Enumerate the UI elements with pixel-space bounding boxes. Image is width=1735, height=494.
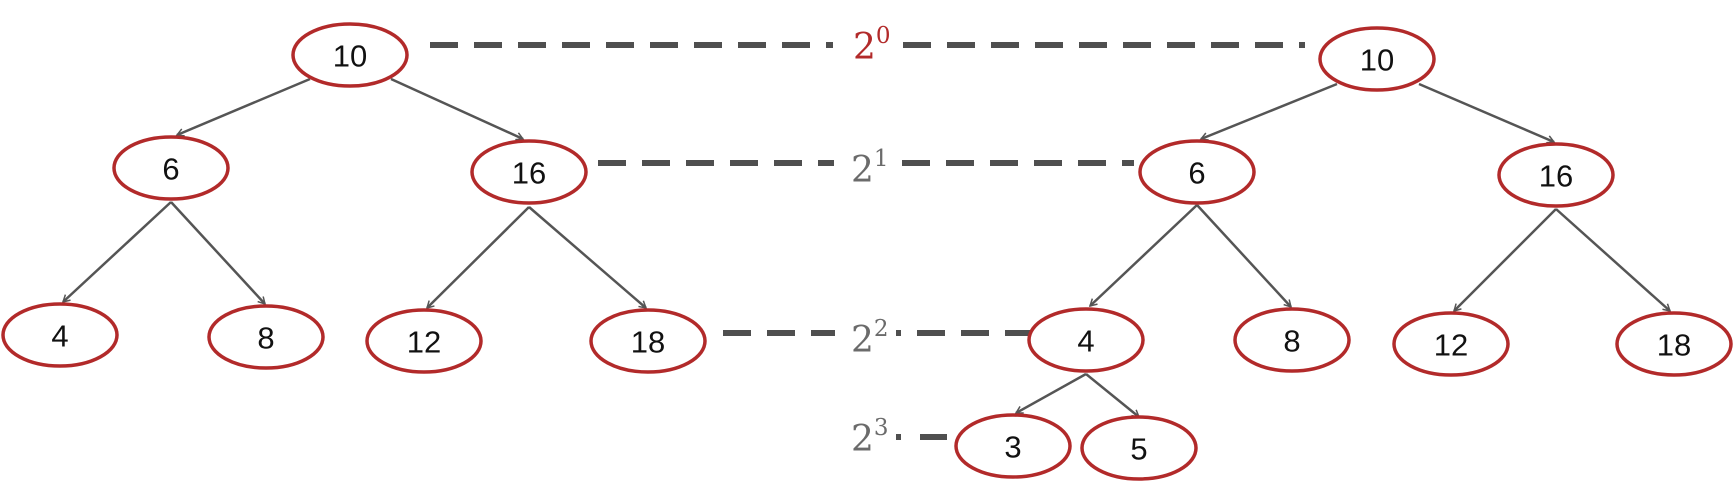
node-label: 18: [1657, 328, 1691, 363]
tree-node: 18: [1615, 311, 1733, 377]
node-ellipse: [1138, 139, 1256, 205]
edge-r6-r4: [1090, 204, 1198, 306]
edge-r4-r5: [1085, 373, 1139, 417]
node-ellipse: [470, 139, 588, 205]
node-ellipse: [1497, 142, 1615, 208]
tree-node: 3: [954, 413, 1072, 479]
node-ellipse: [1615, 311, 1733, 377]
node-label: 4: [1077, 324, 1094, 359]
node-ellipse: [589, 308, 707, 374]
level-3-label: 23: [851, 415, 889, 460]
node-label: 8: [257, 321, 274, 356]
tree-node: 10: [291, 22, 409, 88]
level-2-label: 22: [851, 316, 889, 361]
node-label: 8: [1283, 324, 1300, 359]
node-label: 3: [1004, 430, 1021, 465]
left-tree-edges: [63, 77, 646, 308]
tree-node: 6: [112, 135, 230, 201]
edge-r6-r8: [1196, 204, 1291, 307]
node-ellipse: [207, 304, 325, 370]
node-label: 12: [1434, 328, 1468, 363]
node-label: 18: [631, 325, 665, 360]
node-label: 4: [51, 319, 68, 354]
node-ellipse: [112, 135, 230, 201]
node-ellipse: [1318, 26, 1436, 92]
edge-6-8: [170, 201, 265, 304]
node-label: 5: [1130, 432, 1147, 467]
edge-16-18: [528, 206, 646, 308]
node-label: 12: [407, 325, 441, 360]
edge-10-6: [177, 77, 311, 135]
edge-10-16: [390, 77, 523, 139]
right-tree: 10 6 16 4 8 12 18 3: [954, 26, 1733, 481]
tree-node: 10: [1318, 26, 1436, 92]
node-ellipse: [1233, 307, 1351, 373]
tree-node: 5: [1080, 415, 1198, 481]
level-labels: 20 21 22 23: [851, 23, 891, 460]
tree-node: 4: [1, 302, 119, 368]
edge-r10-r6: [1201, 82, 1338, 139]
level-1-label: 21: [851, 146, 889, 191]
tree-node: 16: [470, 139, 588, 205]
tree-node: 8: [1233, 307, 1351, 373]
node-ellipse: [954, 413, 1072, 479]
node-ellipse: [291, 22, 409, 88]
tree-node: 18: [589, 308, 707, 374]
edge-6-4: [63, 201, 172, 302]
node-label: 16: [1539, 159, 1573, 194]
edge-r10-r16: [1418, 82, 1554, 142]
edge-r16-r12: [1454, 208, 1557, 311]
edge-16-12: [427, 206, 530, 308]
tree-node: 8: [207, 304, 325, 370]
tree-node: 4: [1027, 307, 1145, 373]
node-ellipse: [1080, 415, 1198, 481]
node-ellipse: [1027, 307, 1145, 373]
tree-node: 12: [1392, 311, 1510, 377]
tree-node: 16: [1497, 142, 1615, 208]
node-ellipse: [1, 302, 119, 368]
node-label: 6: [1188, 156, 1205, 191]
right-tree-edges: [1016, 82, 1670, 417]
node-label: 10: [1360, 43, 1394, 78]
left-tree: 10 6 16 4 8 12 18: [1, 22, 707, 374]
node-ellipse: [365, 308, 483, 374]
level-0-label: 20: [853, 23, 891, 68]
node-label: 16: [512, 156, 546, 191]
edge-r16-r18: [1555, 208, 1670, 311]
node-label: 6: [162, 152, 179, 187]
level-guides: [430, 42, 1305, 440]
tree-node: 6: [1138, 139, 1256, 205]
edge-r4-r3: [1016, 372, 1087, 415]
node-label: 10: [333, 39, 367, 74]
tree-node: 12: [365, 308, 483, 374]
node-ellipse: [1392, 311, 1510, 377]
